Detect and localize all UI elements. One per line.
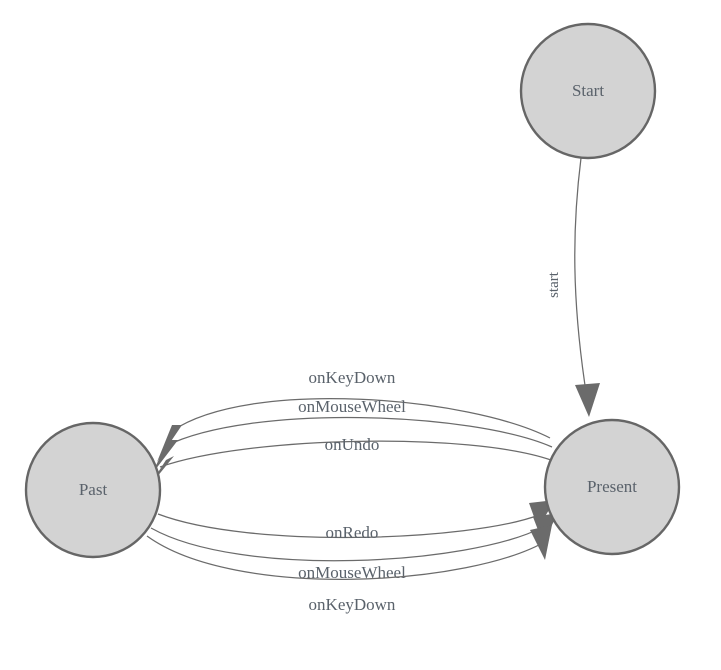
edge-label-present-past-onmousewheel: onMouseWheel <box>298 397 406 416</box>
edge-past-to-present-onredo[interactable]: onRedo <box>157 500 555 542</box>
edge-label-present-past-onkeydown: onKeyDown <box>309 368 396 387</box>
edge-label-present-past-onundo: onUndo <box>325 435 380 454</box>
edge-start-to-present-arrowhead <box>575 383 600 417</box>
edge-present-to-past-onundo[interactable]: onUndo <box>148 435 552 488</box>
edge-label-past-present-onmousewheel: onMouseWheel <box>298 563 406 582</box>
node-start-label: Start <box>572 81 604 100</box>
node-present-label: Present <box>587 477 637 496</box>
edge-present-to-past-onkeydown-path <box>171 397 551 439</box>
edge-past-to-present-onmousewheel-path <box>150 526 544 562</box>
node-past-label: Past <box>79 480 108 499</box>
node-present-circle <box>543 418 681 556</box>
edge-label-past-present-onredo: onRedo <box>326 523 379 542</box>
edge-label-past-present-onkeydown: onKeyDown <box>309 595 396 614</box>
node-start[interactable]: Start <box>519 22 657 160</box>
edge-label-start: start <box>546 271 562 298</box>
edge-present-to-past-onundo-path <box>159 440 552 468</box>
edge-past-to-present-onkeydown-arrowhead <box>530 525 552 560</box>
edge-start-to-present[interactable]: start <box>546 157 600 417</box>
edge-past-to-present-onredo-path <box>157 513 540 539</box>
node-start-circle <box>519 22 657 160</box>
edge-present-to-past-onmousewheel-path <box>165 416 553 448</box>
edge-present-to-past-onmousewheel[interactable]: onMouseWheel <box>152 397 553 474</box>
edge-past-to-present-onkeydown[interactable]: onKeyDown <box>146 525 552 614</box>
node-present[interactable]: Present <box>543 418 681 556</box>
edge-start-to-present-path <box>574 157 587 393</box>
edge-present-to-past-onmousewheel-arrowhead <box>152 440 178 474</box>
node-past[interactable]: Past <box>24 421 162 559</box>
node-past-circle <box>24 421 162 559</box>
edge-past-to-present-onkeydown-path <box>146 535 549 580</box>
